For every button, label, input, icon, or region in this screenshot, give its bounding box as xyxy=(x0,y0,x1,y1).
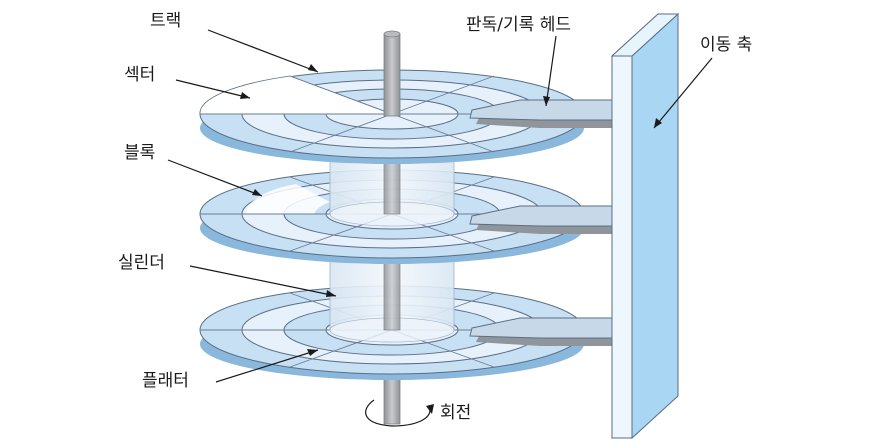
label-rotation: 회전 xyxy=(440,403,471,423)
label-rw-head: 판독/기록 헤드 xyxy=(466,15,571,35)
leader-block xyxy=(167,159,263,197)
actuator-axis xyxy=(610,12,680,440)
label-sector: 섹터 xyxy=(124,65,155,85)
axis-front-face xyxy=(631,12,679,440)
block-highlight xyxy=(245,184,330,214)
leader-cylinder xyxy=(189,265,337,297)
platter-2 xyxy=(199,169,585,264)
leader-platter xyxy=(215,349,319,383)
label-platter: 플래터 xyxy=(142,371,189,391)
label-move-axis: 이동 축 xyxy=(700,35,752,55)
sector-highlight xyxy=(199,75,393,115)
label-cylinder: 실린더 xyxy=(118,253,165,273)
leader-track xyxy=(207,29,319,73)
leader-rw-head xyxy=(545,35,557,107)
head-arm-2 xyxy=(469,205,613,234)
label-track: 트랙 xyxy=(150,11,181,31)
spindle-top xyxy=(383,33,401,117)
head-arm-1 xyxy=(469,99,613,128)
label-block: 블록 xyxy=(124,143,155,163)
rotation-arrow xyxy=(365,399,434,427)
head-arm-3 xyxy=(469,317,613,346)
leader-move-axis xyxy=(653,57,713,129)
leader-sector xyxy=(175,79,251,99)
